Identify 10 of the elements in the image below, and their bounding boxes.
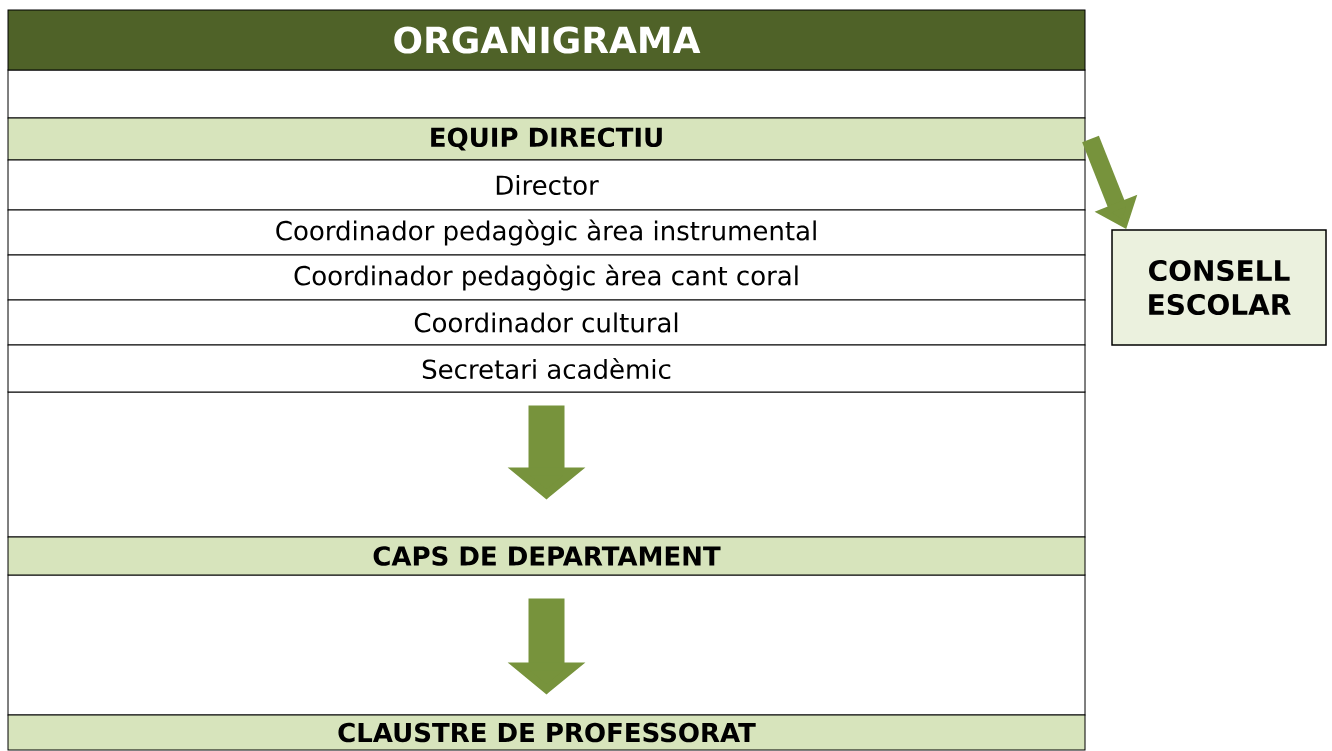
section-band: EQUIP DIRECTIU: [7, 117, 1086, 161]
member-row: Coordinador pedagògic àrea instrumental: [7, 209, 1086, 256]
member-row: Secretari acadèmic: [7, 344, 1086, 393]
title-band: ORGANIGRAMA: [7, 9, 1086, 71]
council-box: CONSELL ESCOLAR: [1111, 229, 1327, 346]
member-row: Coordinador pedagògic àrea cant coral: [7, 254, 1086, 301]
member-row: Director: [7, 159, 1086, 211]
section-band: CLAUSTRE DE PROFESSORAT: [7, 714, 1086, 751]
section-band: CAPS DE DEPARTAMENT: [7, 536, 1086, 576]
member-row: Coordinador cultural: [7, 299, 1086, 346]
